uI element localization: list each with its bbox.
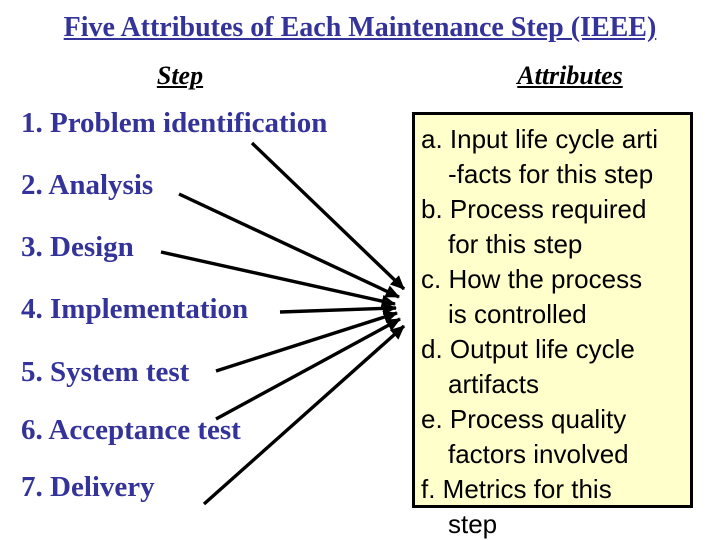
step-item-4: 4. Implementation <box>21 293 249 325</box>
attribute-line-d2: artifacts <box>448 369 540 399</box>
attributes-list: a. Input life cycle arti -facts for this… <box>421 122 701 540</box>
arrow-step-4 <box>279 302 398 315</box>
attribute-line-f2: step <box>448 509 498 539</box>
attribute-line-b1: b. Process required <box>421 194 647 224</box>
arrow-step-2 <box>178 192 400 299</box>
step-item-2: 2. Analysis <box>21 169 154 201</box>
arrow-step-6 <box>215 317 401 421</box>
step-item-1: 1. Problem identification <box>21 107 328 139</box>
attribute-line-b2: for this step <box>448 229 583 259</box>
attribute-line-a2: -facts for this step <box>448 159 654 189</box>
attribute-line-f1: f. Metrics for this <box>421 474 612 504</box>
step-item-6: 6. Acceptance test <box>21 414 241 446</box>
attributes-box <box>412 112 693 508</box>
arrow-step-1 <box>250 141 406 291</box>
column-header-attributes: Attributes <box>517 61 623 90</box>
step-item-7: 7. Delivery <box>21 471 155 503</box>
slide-title: Five Attributes of Each Maintenance Step… <box>63 12 657 43</box>
attribute-line-d1: d. Output life cycle <box>421 334 635 364</box>
attribute-line-a1: a. Input life cycle arti <box>421 124 658 154</box>
attribute-line-e1: e. Process quality <box>421 404 627 434</box>
column-header-step: Step <box>156 61 204 90</box>
attribute-line-e2: factors involved <box>448 439 629 469</box>
step-item-3: 3. Design <box>21 231 134 263</box>
attribute-line-c2: is controlled <box>448 299 587 329</box>
attribute-line-c1: c. How the process <box>421 264 643 294</box>
step-item-5: 5. System test <box>21 356 190 388</box>
